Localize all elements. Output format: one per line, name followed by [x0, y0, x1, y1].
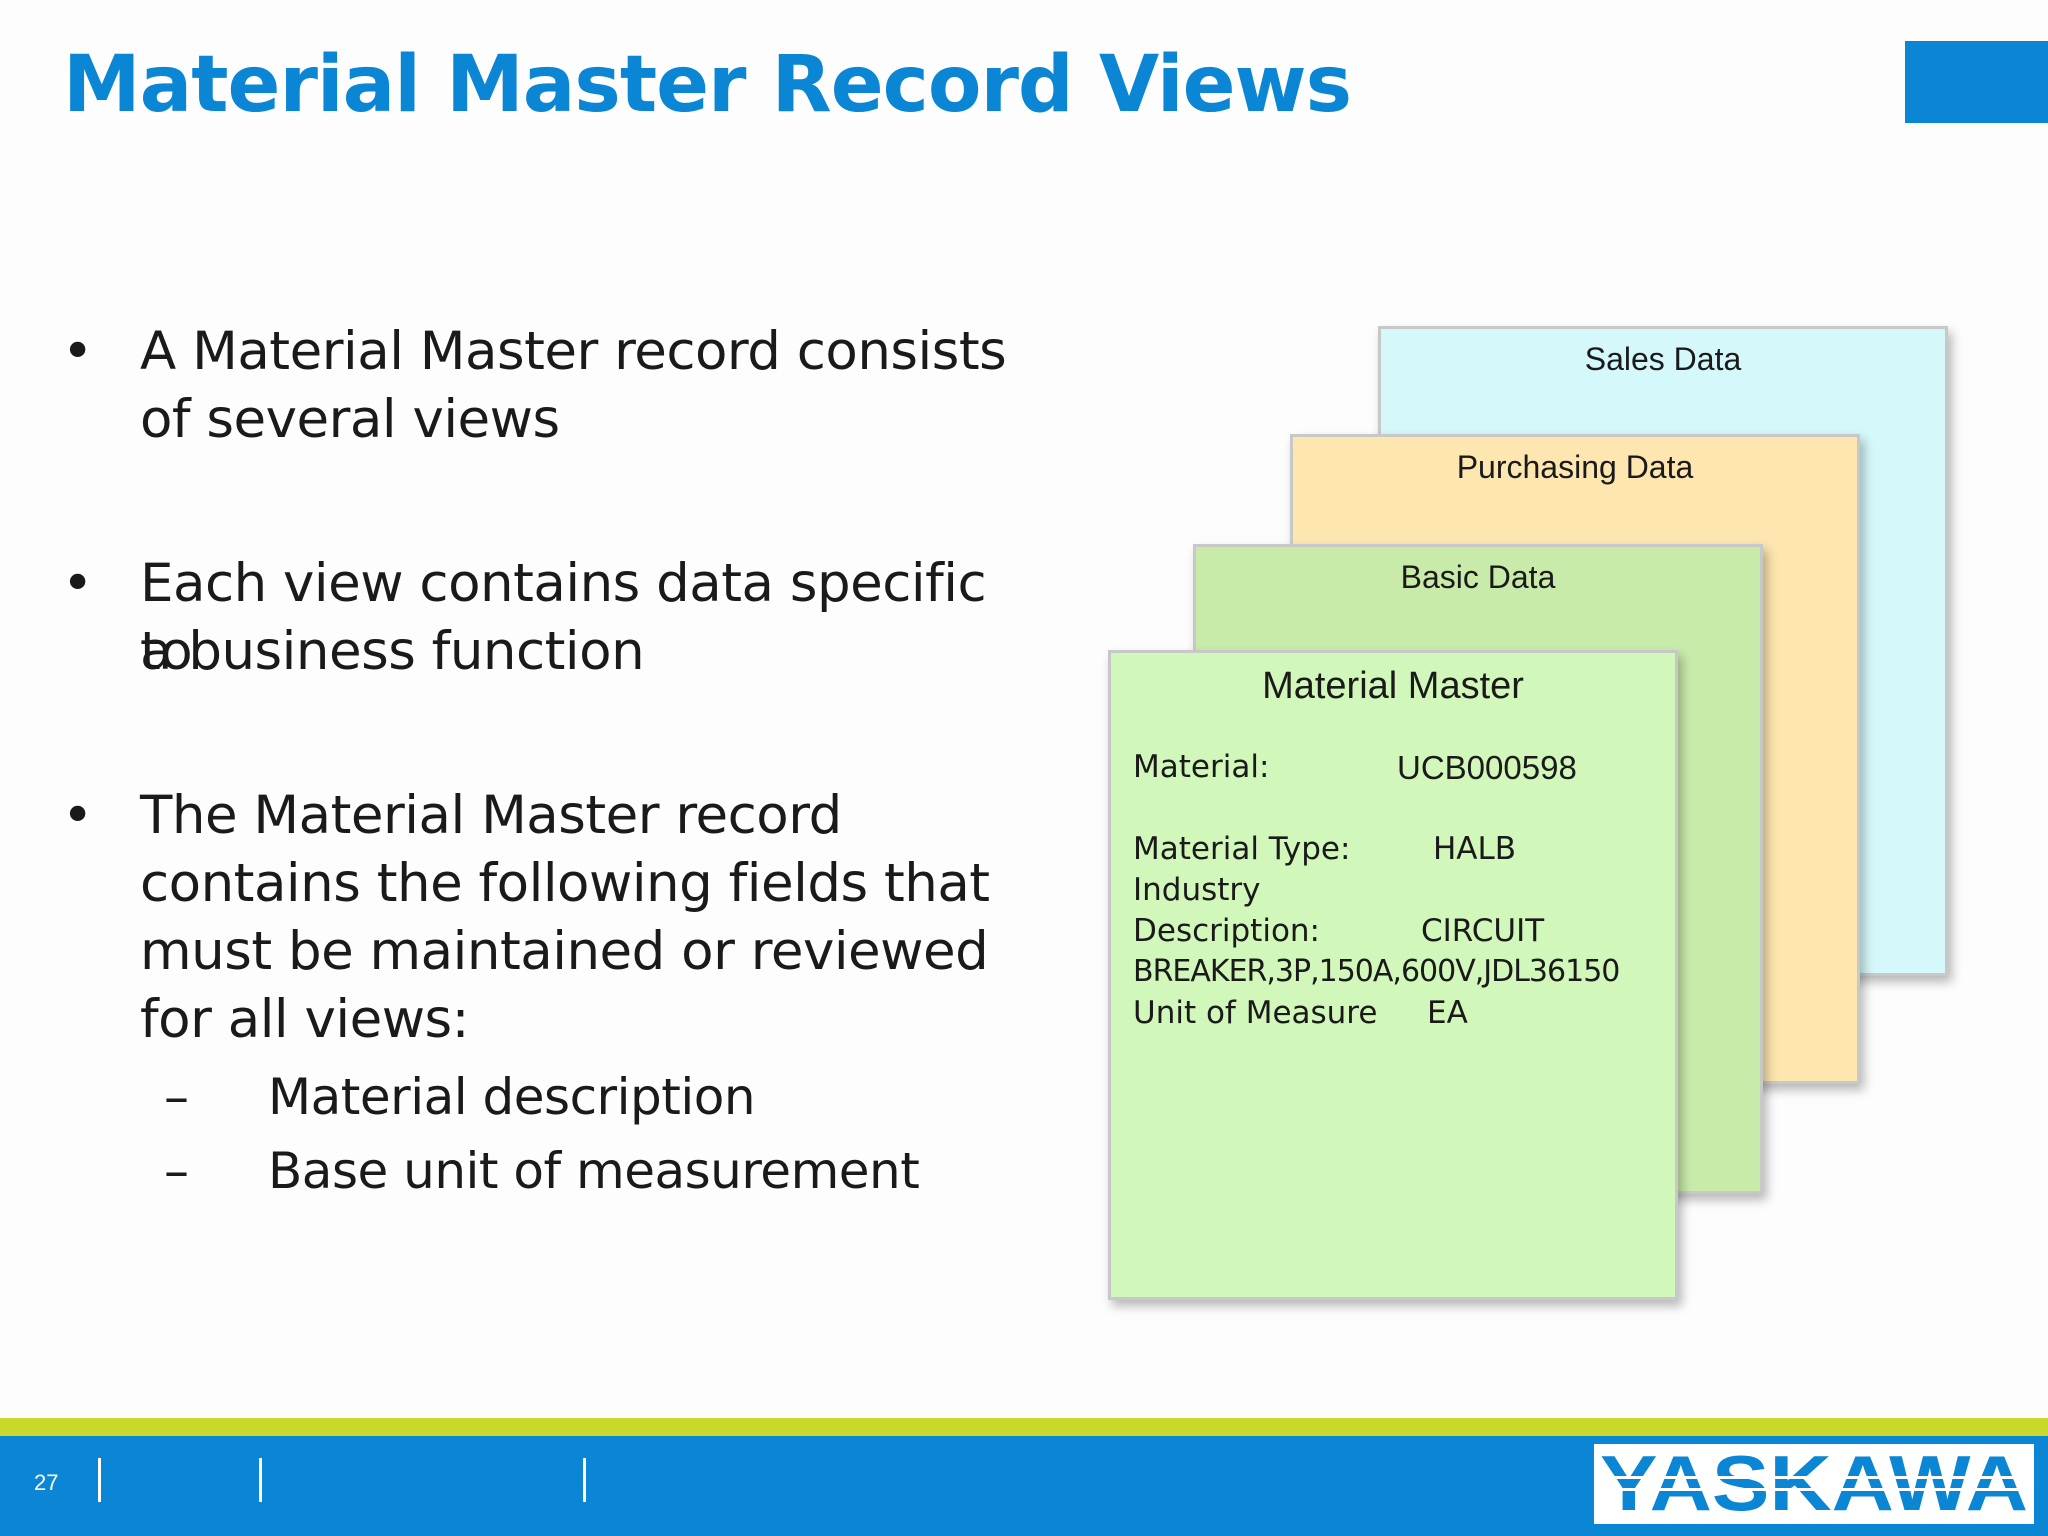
bullet-dot: •: [62, 785, 94, 846]
uom-label: Unit of Measure: [1133, 995, 1378, 1031]
bullet-text-line: must be maintained or reviewed: [140, 921, 989, 982]
bullet-dot: •: [62, 321, 94, 382]
material-type-label: Material Type:: [1133, 831, 1351, 867]
card-label: Sales Data: [1584, 341, 1742, 377]
yaskawa-logo: YASKAWA: [1594, 1444, 2034, 1524]
footer-separator: [583, 1458, 586, 1502]
corner-accent-tab: [1905, 41, 2048, 123]
bullet-text-line: for all views:: [140, 989, 470, 1050]
material-type-value: HALB: [1433, 831, 1517, 867]
industry-label: Industry: [1133, 872, 1261, 908]
uom-value: EA: [1427, 995, 1468, 1031]
bullet-text-line: contains the following fields that: [140, 853, 990, 914]
bullet-text-line: The Material Master record: [140, 785, 842, 846]
footer-bar: 27 YASKAWA: [0, 1436, 2048, 1536]
footer-accent-line: [0, 1418, 2048, 1436]
bullet-text-line: Each view contains data specific to: [140, 553, 987, 682]
bullet-text-line: a business function: [140, 621, 645, 682]
bullet-text-line: of several views: [140, 389, 560, 450]
footer-separator: [259, 1458, 262, 1502]
material-value: UCB000598: [1397, 749, 1577, 786]
sub-bullet-text: Material description: [268, 1068, 756, 1126]
bullet-text-line: A Material Master record consists: [140, 321, 1007, 382]
card-label: Basic Data: [1400, 559, 1556, 595]
sub-bullet-dash: –: [164, 1142, 189, 1200]
page-number: 27: [34, 1470, 59, 1495]
sub-bullet-text: Base unit of measurement: [268, 1142, 920, 1200]
sub-bullet-dash: –: [164, 1068, 189, 1126]
card-title: Material Master: [1262, 665, 1524, 707]
footer-separator: [98, 1458, 101, 1502]
logo-text: YASKAWA: [1600, 1444, 2028, 1524]
card-label: Purchasing Data: [1456, 449, 1694, 485]
bullet-dot: •: [62, 553, 94, 614]
material-label: Material:: [1133, 749, 1270, 785]
description-value: CIRCUIT: [1421, 913, 1545, 949]
slide-title: Material Master Record Views: [63, 40, 1352, 130]
material-master-card: Material Master Material: UCB000598 Mate…: [1108, 650, 1678, 1300]
description-value-line2: BREAKER,3P,150A,600V,JDL36150: [1133, 954, 1620, 989]
description-label: Description:: [1133, 913, 1320, 949]
